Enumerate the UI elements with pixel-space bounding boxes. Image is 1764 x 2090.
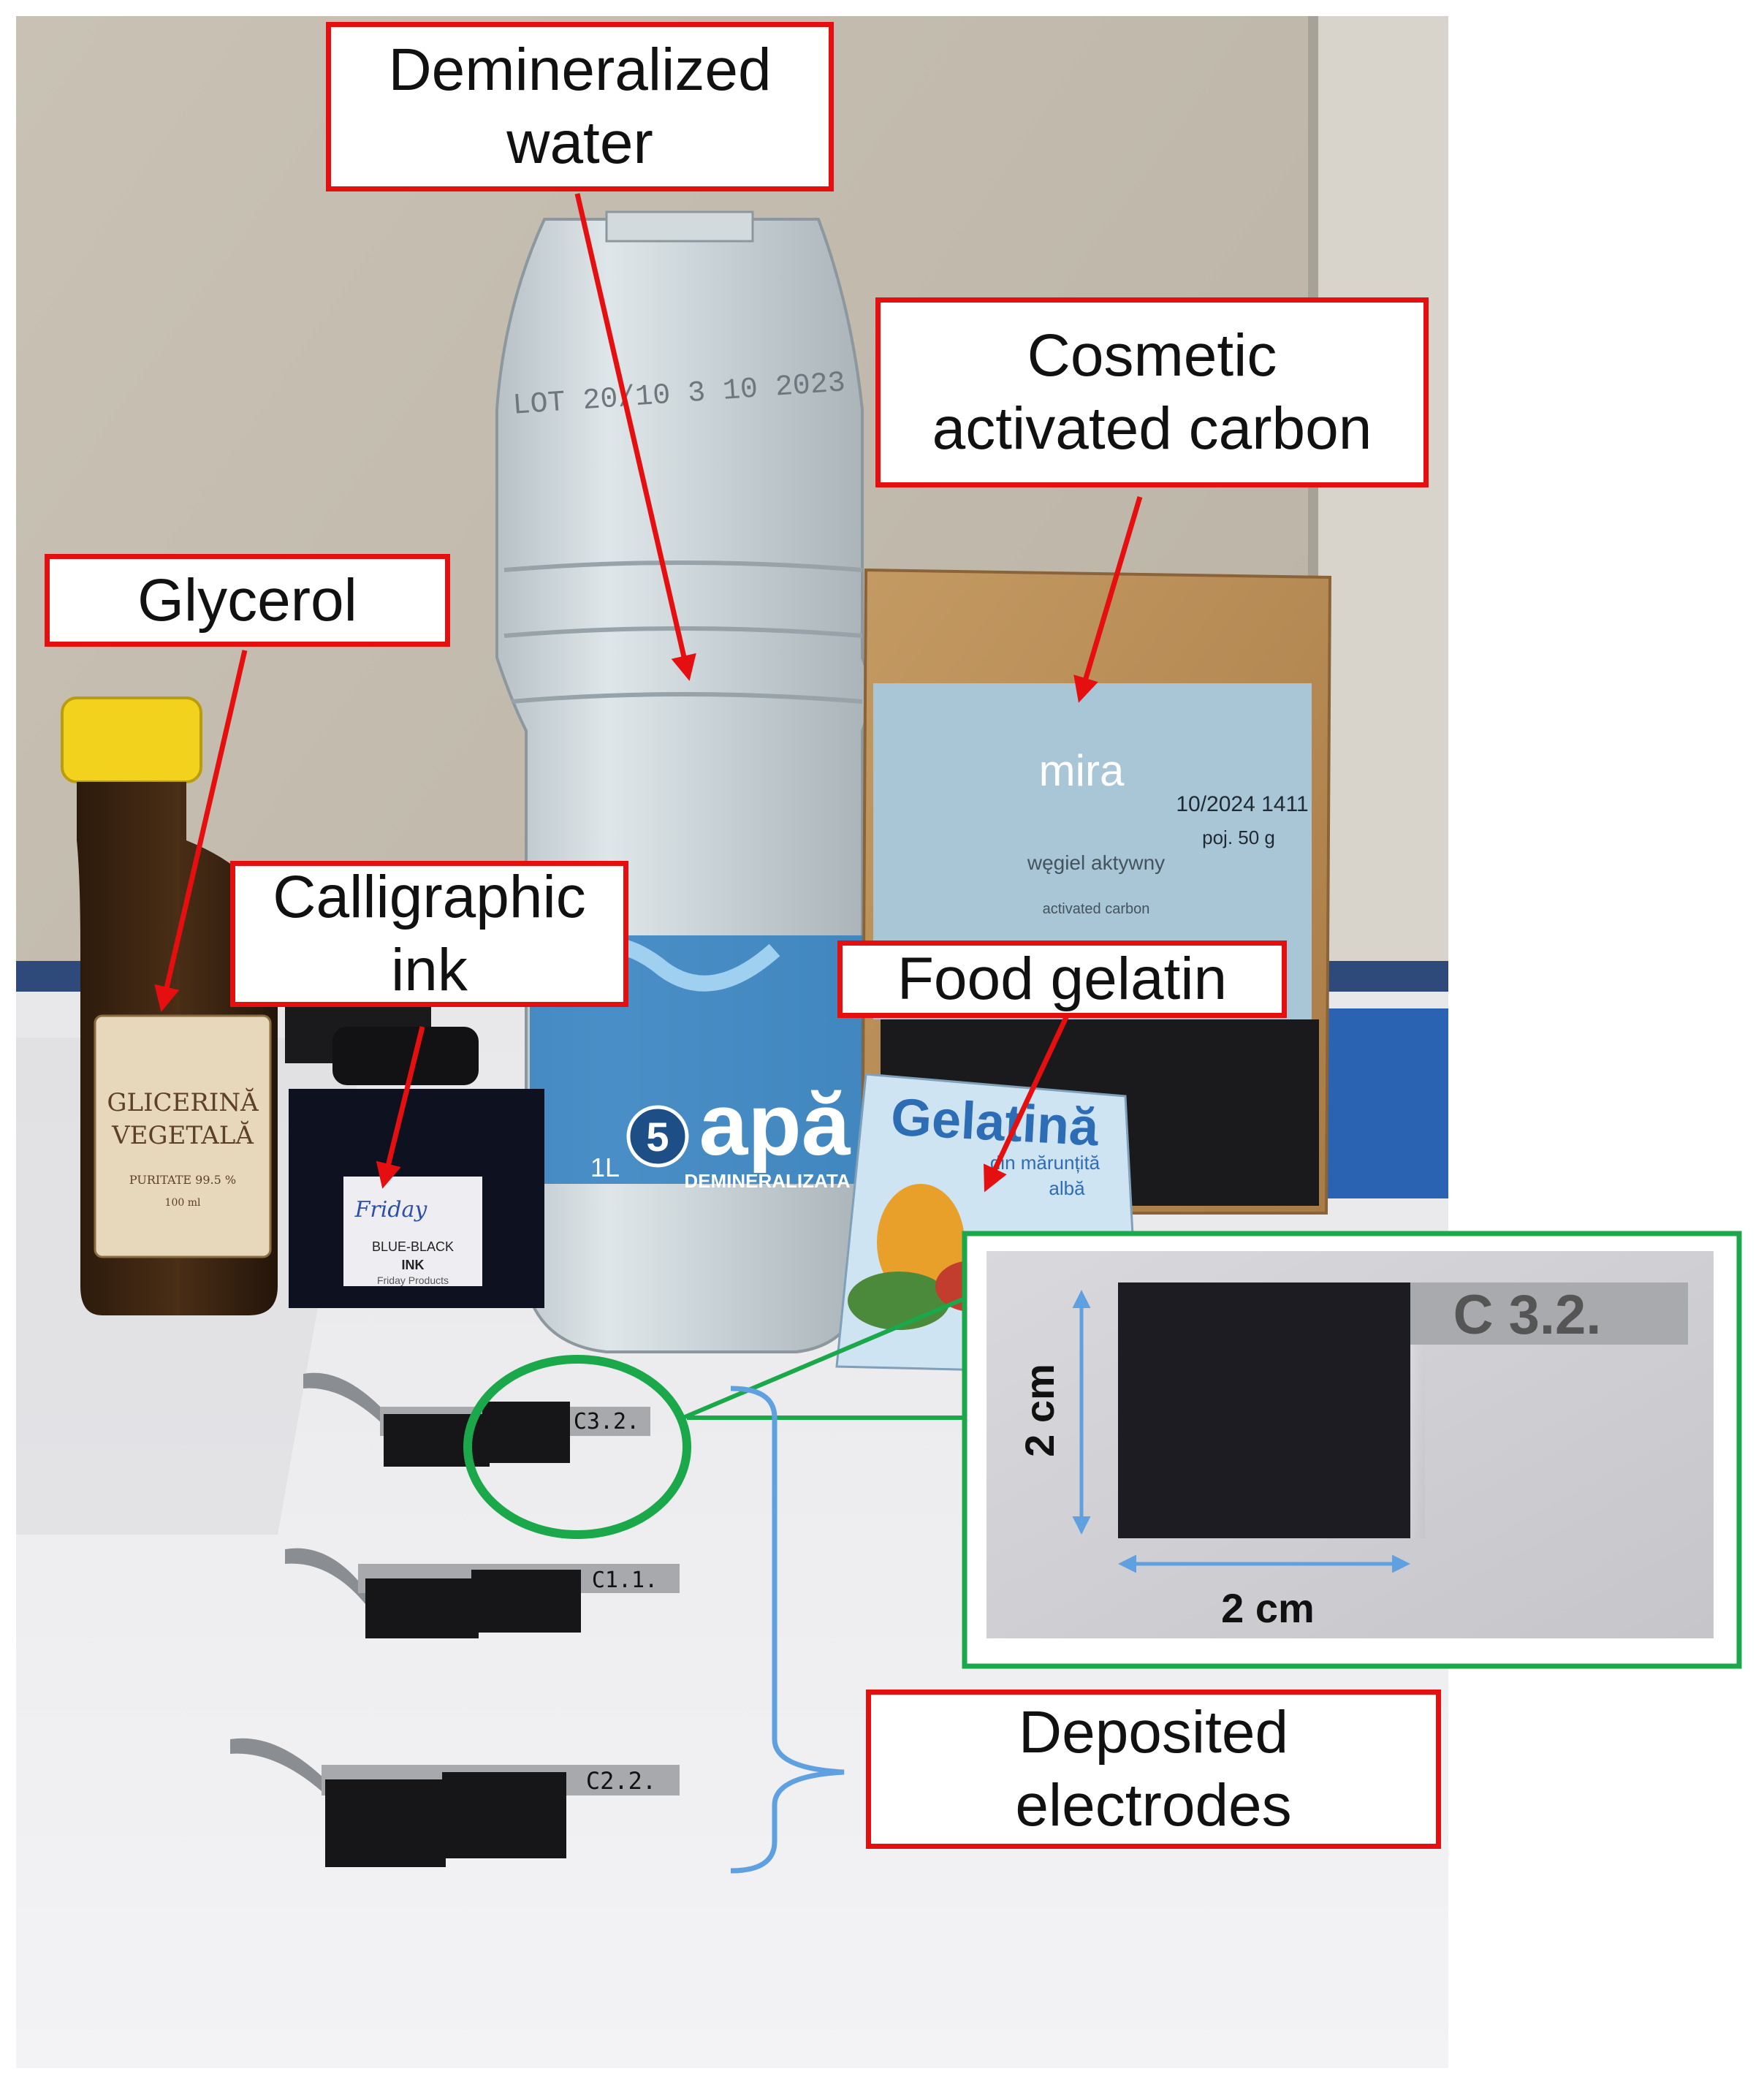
label-electrodes-line2: electrodes [1015, 1772, 1292, 1839]
glycerol-line2: VEGETALĂ [111, 1120, 254, 1150]
carbon-date: 10/2024 1411 [1176, 792, 1308, 816]
ink-line3: Friday Products [377, 1274, 449, 1286]
label-electrodes-line1: Deposited [1018, 1699, 1289, 1766]
ink-bottle: Friday BLUE-BLACK INK Friday Products [285, 1005, 544, 1308]
inset-electrode [1118, 1282, 1410, 1538]
ink-brand: Friday [354, 1197, 428, 1223]
water-brand: apă [699, 1076, 851, 1174]
carbon-brand: mira [1039, 746, 1125, 795]
inset-width-label: 2 cm [1221, 1585, 1315, 1631]
water-sub: DEMINERALIZATA [684, 1170, 850, 1192]
arrow-water [574, 193, 696, 681]
electrodes-bracket [730, 1386, 845, 1874]
water-badge: 5 [646, 1114, 669, 1160]
carbon-name-pl: węgiel aktywny [1027, 851, 1165, 874]
label-glycerol-line1: Glycerol [137, 566, 357, 634]
glycerol-line1: GLICERINĂ [107, 1087, 259, 1117]
label-ink-line2: ink [391, 937, 468, 1003]
carbon-weight: poj. 50 g [1202, 826, 1275, 848]
water-bottle: 5 apă DEMINERALIZATA 1L LOT 20/10 3 10 2… [495, 210, 871, 1353]
carbon-name-en: activated carbon [1043, 901, 1150, 917]
gelatin-title: Gelatină [889, 1088, 1100, 1158]
inset-notch [1410, 1345, 1425, 1538]
ink-line1: BLUE-BLACK [372, 1239, 454, 1254]
gelatin-line2: albă [1049, 1177, 1085, 1199]
ink-line2: INK [402, 1258, 425, 1272]
inset-tab [1388, 1282, 1688, 1345]
label-gelatin: Food gelatin [837, 940, 1287, 1018]
label-carbon-line2: activated carbon [932, 395, 1372, 462]
arrow-glycerol [154, 650, 248, 1012]
glycerol-bottle: GLICERINĂ VEGETALĂ PURITATE 99.5 % 100 m… [61, 696, 278, 1315]
arrow-carbon [1073, 495, 1143, 703]
electrode-tag-2: C1.1. [592, 1568, 658, 1593]
zoom-circle [463, 1355, 691, 1539]
electrode-row-3: C2.2. [230, 1738, 680, 1867]
label-ink: Calligraphic ink [230, 861, 628, 1007]
glycerol-line3: PURITATE 99.5 % [129, 1173, 236, 1187]
label-water-line2: water [506, 110, 653, 176]
door-frame [1308, 16, 1448, 973]
label-water: Demineralized water [326, 22, 834, 191]
label-glycerol: Glycerol [45, 554, 450, 647]
inset-height-label: 2 cm [1016, 1364, 1062, 1457]
electrode-tag-3: C2.2. [586, 1767, 656, 1795]
label-water-line1: Demineralized [388, 37, 772, 103]
electrode-tag-1: C3.2. [574, 1409, 639, 1434]
gelatin-line1: din mărunțită [990, 1152, 1100, 1174]
label-ink-line1: Calligraphic [273, 864, 586, 930]
zoom-line-top [682, 1284, 995, 1420]
label-gelatin-line1: Food gelatin [897, 946, 1228, 1012]
electrode-row-2: C1.1. [285, 1548, 680, 1638]
inset-tag: C 3.2. [1453, 1284, 1602, 1346]
water-volume: 1L [590, 1152, 620, 1182]
arrow-gelatin [984, 1014, 1070, 1193]
arrow-ink [376, 1026, 425, 1189]
label-carbon-line1: Cosmetic [1027, 322, 1277, 389]
glycerol-line4: 100 ml [165, 1197, 201, 1209]
